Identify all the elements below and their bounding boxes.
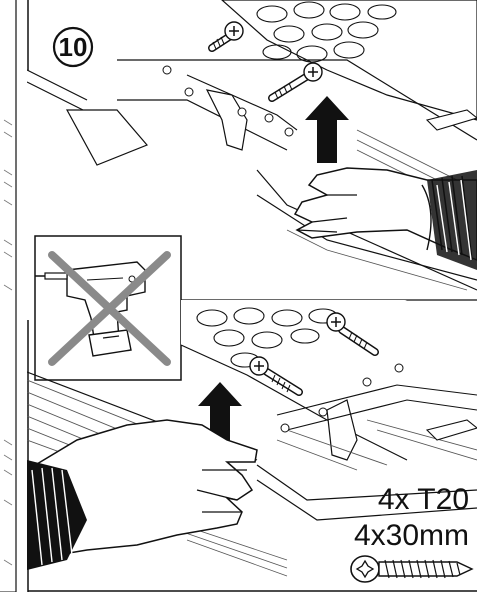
step-number: 10 <box>59 32 88 62</box>
up-arrow-icon <box>305 96 349 163</box>
hand-icon <box>27 419 258 570</box>
screw-icon <box>326 312 379 356</box>
no-power-drill-warning <box>34 235 182 381</box>
screw-quantity-type: 4x T20 <box>377 483 469 516</box>
screw-icon <box>249 356 303 396</box>
step-panel: 10 <box>27 0 477 592</box>
up-arrow-icon <box>198 382 242 452</box>
step-number-badge: 10 <box>52 26 94 68</box>
hand-icon <box>293 167 477 270</box>
lower-illustration <box>27 299 477 577</box>
screw-size: 4x30mm <box>353 519 469 552</box>
previous-panel-edge <box>0 0 17 592</box>
screw-icon <box>268 62 323 102</box>
screw-icon <box>208 21 244 52</box>
prohibited-cross-icon <box>48 251 171 366</box>
screw-spec-icon <box>350 555 474 583</box>
